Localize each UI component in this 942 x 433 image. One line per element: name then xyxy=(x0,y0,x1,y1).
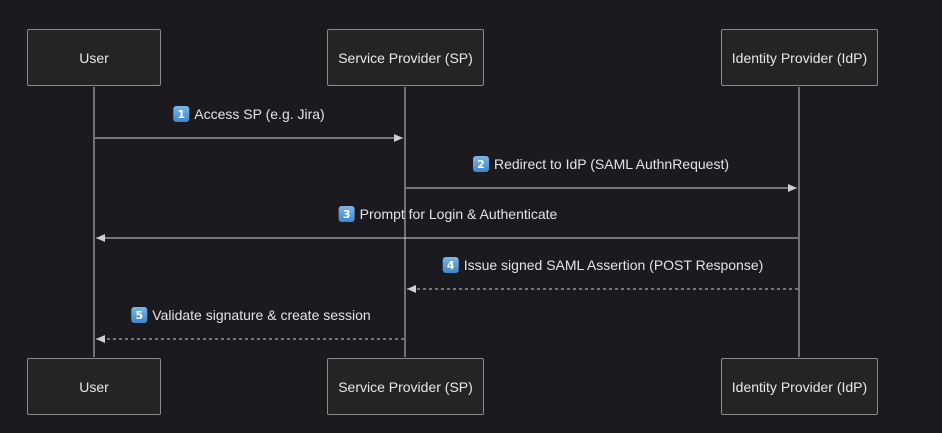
actor-user-label: User xyxy=(79,49,109,66)
message-1-label: 1 Access SP (e.g. Jira) xyxy=(173,106,325,122)
actor-idp-label: Identity Provider (IdP) xyxy=(731,378,868,395)
actor-user-label: User xyxy=(79,378,109,395)
step-number-badge: 2 xyxy=(472,156,489,172)
message-5-label: 5 Validate signature & create session xyxy=(131,307,371,323)
actor-idp-bottom: Identity Provider (IdP) xyxy=(721,358,878,415)
actor-idp-label: Identity Provider (IdP) xyxy=(731,49,868,66)
actor-sp-top: Service Provider (SP) xyxy=(327,29,484,86)
step-number-badge: 4 xyxy=(442,257,459,273)
message-4-label: 4 Issue signed SAML Assertion (POST Resp… xyxy=(442,257,764,273)
message-2-label: 2 Redirect to IdP (SAML AuthnRequest) xyxy=(472,156,730,172)
actor-sp-label: Service Provider (SP) xyxy=(338,378,473,395)
actor-user-top: User xyxy=(27,29,161,86)
actor-sp-bottom: Service Provider (SP) xyxy=(327,358,484,415)
step-number-badge: 3 xyxy=(338,206,355,222)
message-text: Access SP (e.g. Jira) xyxy=(194,106,325,122)
message-3-label: 3 Prompt for Login & Authenticate xyxy=(338,206,558,222)
step-number-badge: 1 xyxy=(173,106,190,122)
step-number-badge: 5 xyxy=(131,307,148,323)
message-text: Prompt for Login & Authenticate xyxy=(359,206,558,222)
message-text: Validate signature & create session xyxy=(152,307,371,323)
actor-sp-label: Service Provider (SP) xyxy=(338,49,473,66)
message-text: Redirect to IdP (SAML AuthnRequest) xyxy=(493,156,730,172)
message-text: Issue signed SAML Assertion (POST Respon… xyxy=(463,257,764,273)
actor-idp-top: Identity Provider (IdP) xyxy=(721,29,878,86)
actor-user-bottom: User xyxy=(27,358,161,415)
